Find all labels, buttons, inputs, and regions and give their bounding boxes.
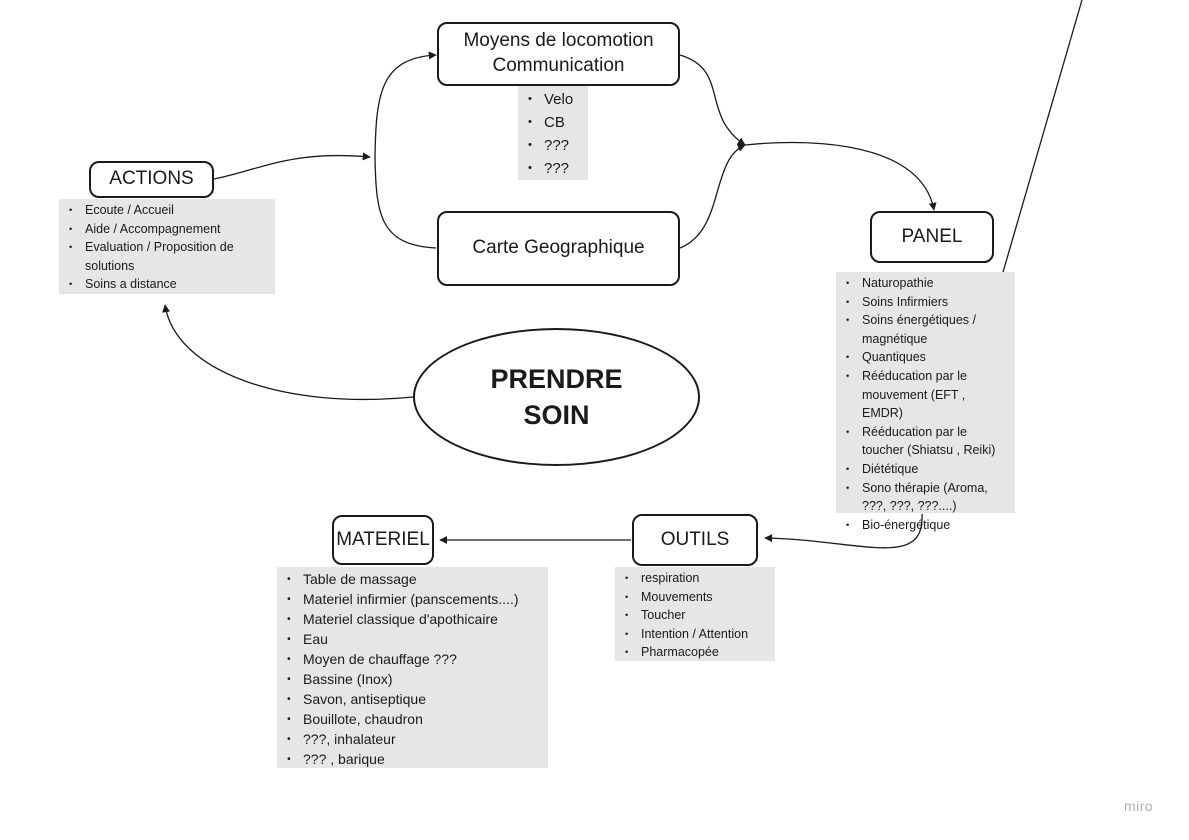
node-moyens-locomotion[interactable]: Moyens de locomotion Communication: [437, 22, 680, 86]
list-item: Bouillote, chaudron: [287, 709, 542, 729]
list-item: Eau: [287, 629, 542, 649]
list-item: Evaluation / Proposition de solutions: [69, 238, 269, 275]
list-item: Toucher: [625, 606, 769, 625]
list-item: Soins énergétiques / magnétique: [846, 311, 1009, 348]
node-materiel[interactable]: MATERIEL: [332, 515, 434, 565]
edge-actions-to-branch: [213, 152, 371, 180]
edge-external-to-panel-list: [990, 0, 1083, 311]
list-item: ???, inhalateur: [287, 729, 542, 749]
list-item: Bassine (Inox): [287, 669, 542, 689]
node-carte-geographique[interactable]: Carte Geographique: [437, 211, 680, 286]
node-actions-label: ACTIONS: [109, 168, 194, 190]
list-item: ??? , barique: [287, 749, 542, 769]
list-item: Sono thérapie (Aroma, ???, ???, ???....): [846, 479, 1009, 516]
list-item: Rééducation par le toucher (Shiatsu , Re…: [846, 423, 1009, 460]
list-item: Bio-énergétique: [846, 516, 1009, 535]
node-moyens-locomotion-label: Moyens de locomotion Communication: [463, 30, 654, 76]
list-item: respiration: [625, 569, 769, 588]
node-materiel-label: MATERIEL: [336, 528, 430, 550]
node-panel[interactable]: PANEL: [870, 211, 994, 263]
list-item: Soins Infirmiers: [846, 293, 1009, 312]
list-item: Soins a distance: [69, 275, 269, 294]
edge-merge-to-panel: [744, 141, 937, 211]
list-item: Naturopathie: [846, 274, 1009, 293]
list-item: Diététique: [846, 460, 1009, 479]
list-item: Intention / Attention: [625, 625, 769, 644]
node-actions[interactable]: ACTIONS: [89, 161, 214, 198]
edge-carte-to-merge: [679, 144, 746, 249]
list-materiel: Table de massage Materiel infirmier (pan…: [277, 567, 548, 769]
node-carte-geographique-label: Carte Geographique: [472, 237, 645, 259]
list-item: Materiel classique d'apothicaire: [287, 609, 542, 629]
list-actions: Ecoute / Accueil Aide / Accompagnement E…: [59, 199, 275, 294]
list-panel: Naturopathie Soins Infirmiers Soins éner…: [836, 272, 1015, 534]
list-item: Savon, antiseptique: [287, 689, 542, 709]
list-item: Materiel infirmier (panscements....): [287, 589, 542, 609]
list-item: Quantiques: [846, 348, 1009, 367]
miro-logo: miro: [1124, 798, 1154, 814]
edge-branch-to-moyens: [374, 51, 437, 158]
list-outils: respiration Mouvements Toucher Intention…: [615, 567, 775, 662]
list-item: ???: [528, 134, 582, 157]
list-item: Table de massage: [287, 569, 542, 589]
list-item: Aide / Accompagnement: [69, 220, 269, 239]
list-item: ???: [528, 157, 582, 180]
list-item: Moyen de chauffage ???: [287, 649, 542, 669]
node-prendre-soin[interactable]: PRENDRE SOIN: [413, 328, 700, 466]
node-panel-label: PANEL: [901, 225, 963, 247]
list-item: Mouvements: [625, 588, 769, 607]
list-moyens: Velo CB ??? ???: [518, 86, 588, 180]
edge-branch-to-carte: [374, 156, 437, 249]
list-item: Ecoute / Accueil: [69, 201, 269, 220]
list-item: Rééducation par le mouvement (EFT , EMDR…: [846, 367, 1009, 423]
list-item: Velo: [528, 88, 582, 111]
list-item: Pharmacopée: [625, 643, 769, 662]
node-outils-label: OUTILS: [660, 528, 730, 550]
node-prendre-soin-label: PRENDRE SOIN: [490, 363, 623, 430]
edge-moyens-to-merge: [679, 54, 746, 146]
edge-prendre-soin-to-actions: [162, 304, 414, 401]
list-item: CB: [528, 111, 582, 134]
node-outils[interactable]: OUTILS: [632, 514, 758, 566]
